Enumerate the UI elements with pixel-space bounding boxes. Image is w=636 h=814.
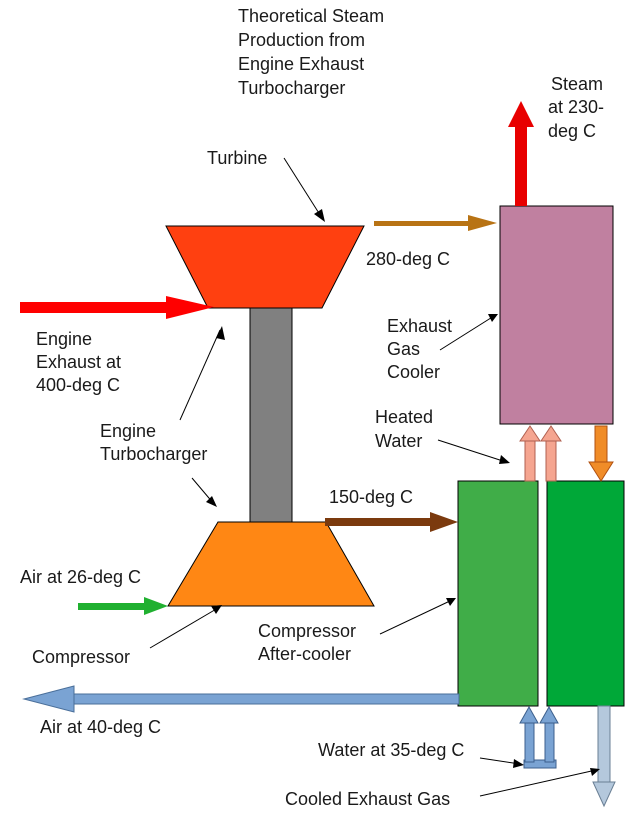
steam-arrow [508, 101, 534, 206]
exhaust-gas-cooler-label: Exhaust Gas Cooler [387, 316, 457, 382]
after-cooler-label: Compressor After-cooler [258, 621, 361, 664]
cooled-exhaust-arrow [592, 705, 616, 808]
air-in-arrow [78, 597, 168, 615]
air-out-arrow [22, 685, 460, 713]
steam-label: Steam at 230- deg C [548, 74, 609, 141]
cooler-outflow-arrow [588, 425, 614, 482]
compressor-label: Compressor [32, 647, 130, 667]
turbine-shape [165, 225, 365, 309]
heated-water-arrow-right [540, 425, 562, 482]
heated-water-arrow-left [519, 425, 541, 482]
compressor-shape [167, 521, 375, 607]
compressor-exit-arrow [325, 512, 458, 532]
turbocharger-shaft [249, 307, 293, 523]
leader-arrowheads [206, 209, 600, 776]
water-inlet-arrows [519, 705, 559, 769]
turbine-label: Turbine [207, 148, 267, 168]
compressor-exit-temp-label: 150-deg C [329, 487, 413, 507]
air-in-label: Air at 26-deg C [20, 567, 141, 587]
water-in-label: Water at 35-deg C [318, 740, 464, 760]
turbine-exit-temp-label: 280-deg C [366, 249, 450, 269]
engine-exhaust-arrow [20, 296, 214, 319]
after-cooler-water-side [546, 480, 625, 707]
turbine-exit-arrow [374, 215, 497, 231]
exhaust-gas-cooler-box [499, 205, 614, 425]
diagram-title: Theoretical Steam Production from Engine… [238, 6, 389, 98]
after-cooler-air-side [457, 480, 539, 707]
engine-turbocharger-label: Engine Turbocharger [100, 421, 207, 464]
engine-exhaust-label: Engine Exhaust at 400-deg C [36, 329, 126, 395]
heated-water-label: Heated Water [375, 407, 438, 451]
cooled-exhaust-label: Cooled Exhaust Gas [285, 789, 450, 809]
air-out-label: Air at 40-deg C [40, 717, 161, 737]
